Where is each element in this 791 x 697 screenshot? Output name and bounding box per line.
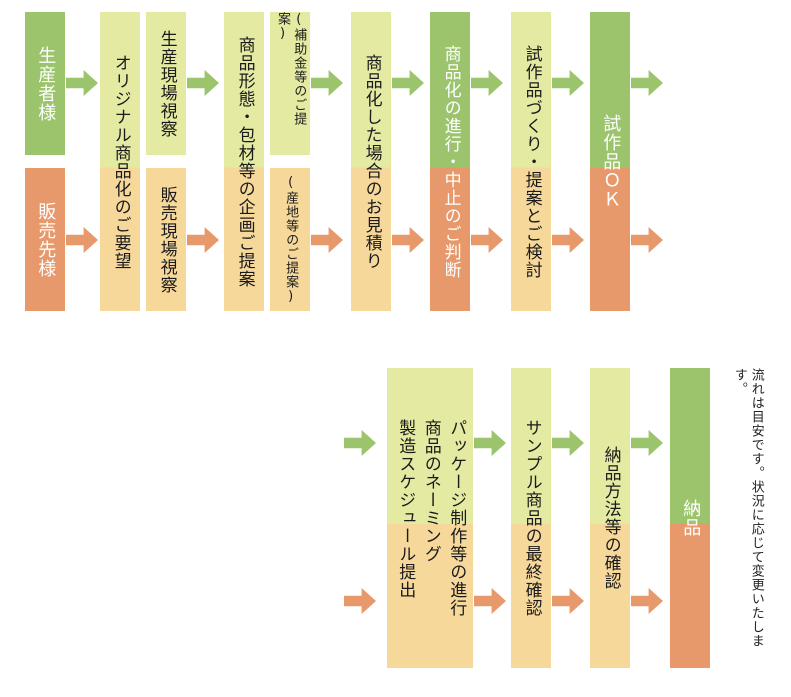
estimate-label: 商品化した場合のお見積り xyxy=(361,53,382,270)
arrow-production-top xyxy=(474,430,506,456)
planning-label: 商品形態・包材等の企画ご提案 xyxy=(234,35,255,288)
arrow-estimate-bottom xyxy=(392,227,424,253)
ok-box: 試作品ＯＫ xyxy=(590,12,630,311)
subsidy-box: (補助金等のご提案) xyxy=(270,12,310,155)
production-label: パッケージ制作等の進行商品のネーミング製造スケジュール提出 xyxy=(395,419,467,617)
request-box: オリジナル商品化のご要望 xyxy=(100,12,140,311)
arrow-seller xyxy=(66,227,98,253)
site-bottom-box: 販売現場視察 xyxy=(146,168,186,311)
arrow-delivery-method-top xyxy=(631,430,663,456)
arrow-site-top xyxy=(187,70,219,96)
subsidy-label: (補助金等のご提案) xyxy=(275,12,307,126)
site-top-box: 生産現場視察 xyxy=(146,12,186,155)
arrow-sample-top xyxy=(552,430,584,456)
client-box: 生産者様 xyxy=(25,12,65,155)
arrow-in-bottom xyxy=(344,588,376,614)
delivery-label: 納品 xyxy=(680,499,702,537)
sample-label: サンプル商品の最終確認 xyxy=(521,419,542,617)
arrow-estimate-top xyxy=(392,70,424,96)
arrow-in-top xyxy=(344,430,376,456)
site-top-label: 生産現場視察 xyxy=(156,29,177,138)
arrow-ok-top xyxy=(631,70,663,96)
note-text: 流れは目安です。状況に応じて変更いたします。 xyxy=(731,368,764,648)
arrow-origin xyxy=(311,227,343,253)
arrow-decision-top xyxy=(471,70,503,96)
arrow-decision-bottom xyxy=(471,227,503,253)
decision-label: 商品化の進行・中止のご判断 xyxy=(440,44,461,279)
seller-label: 販売先様 xyxy=(35,201,57,278)
delivery-method-box: 納品方法等の確認 xyxy=(590,368,630,668)
arrow-client xyxy=(66,70,98,96)
planning-box: 商品形態・包材等の企画ご提案 xyxy=(224,12,264,311)
arrow-prototype-bottom xyxy=(552,227,584,253)
production-box: パッケージ制作等の進行商品のネーミング製造スケジュール提出 xyxy=(387,368,473,668)
arrow-subsidy xyxy=(311,70,343,96)
sample-box: サンプル商品の最終確認 xyxy=(511,368,551,668)
delivery-method-label: 納品方法等の確認 xyxy=(600,446,621,590)
delivery-box: 納品 xyxy=(670,368,710,668)
decision-box: 商品化の進行・中止のご判断 xyxy=(430,12,470,311)
arrow-delivery-method-bottom xyxy=(631,588,663,614)
prototype-label: 試作品づくり・提案とご検討 xyxy=(521,44,542,279)
origin-box: (産地等のご提案) xyxy=(270,168,310,311)
arrow-production-bottom xyxy=(474,588,506,614)
ok-label: 試作品ＯＫ xyxy=(600,114,622,209)
site-bottom-label: 販売現場視察 xyxy=(156,185,177,294)
arrow-prototype-top xyxy=(552,70,584,96)
request-label: オリジナル商品化のご要望 xyxy=(110,53,131,270)
arrow-site-bottom xyxy=(187,227,219,253)
prototype-box: 試作品づくり・提案とご検討 xyxy=(511,12,551,311)
estimate-box: 商品化した場合のお見積り xyxy=(351,12,391,311)
arrow-sample-bottom xyxy=(552,588,584,614)
seller-box: 販売先様 xyxy=(25,168,65,311)
client-label: 生産者様 xyxy=(35,45,57,122)
origin-label: (産地等のご提案) xyxy=(283,174,299,305)
arrow-ok-bottom xyxy=(631,227,663,253)
